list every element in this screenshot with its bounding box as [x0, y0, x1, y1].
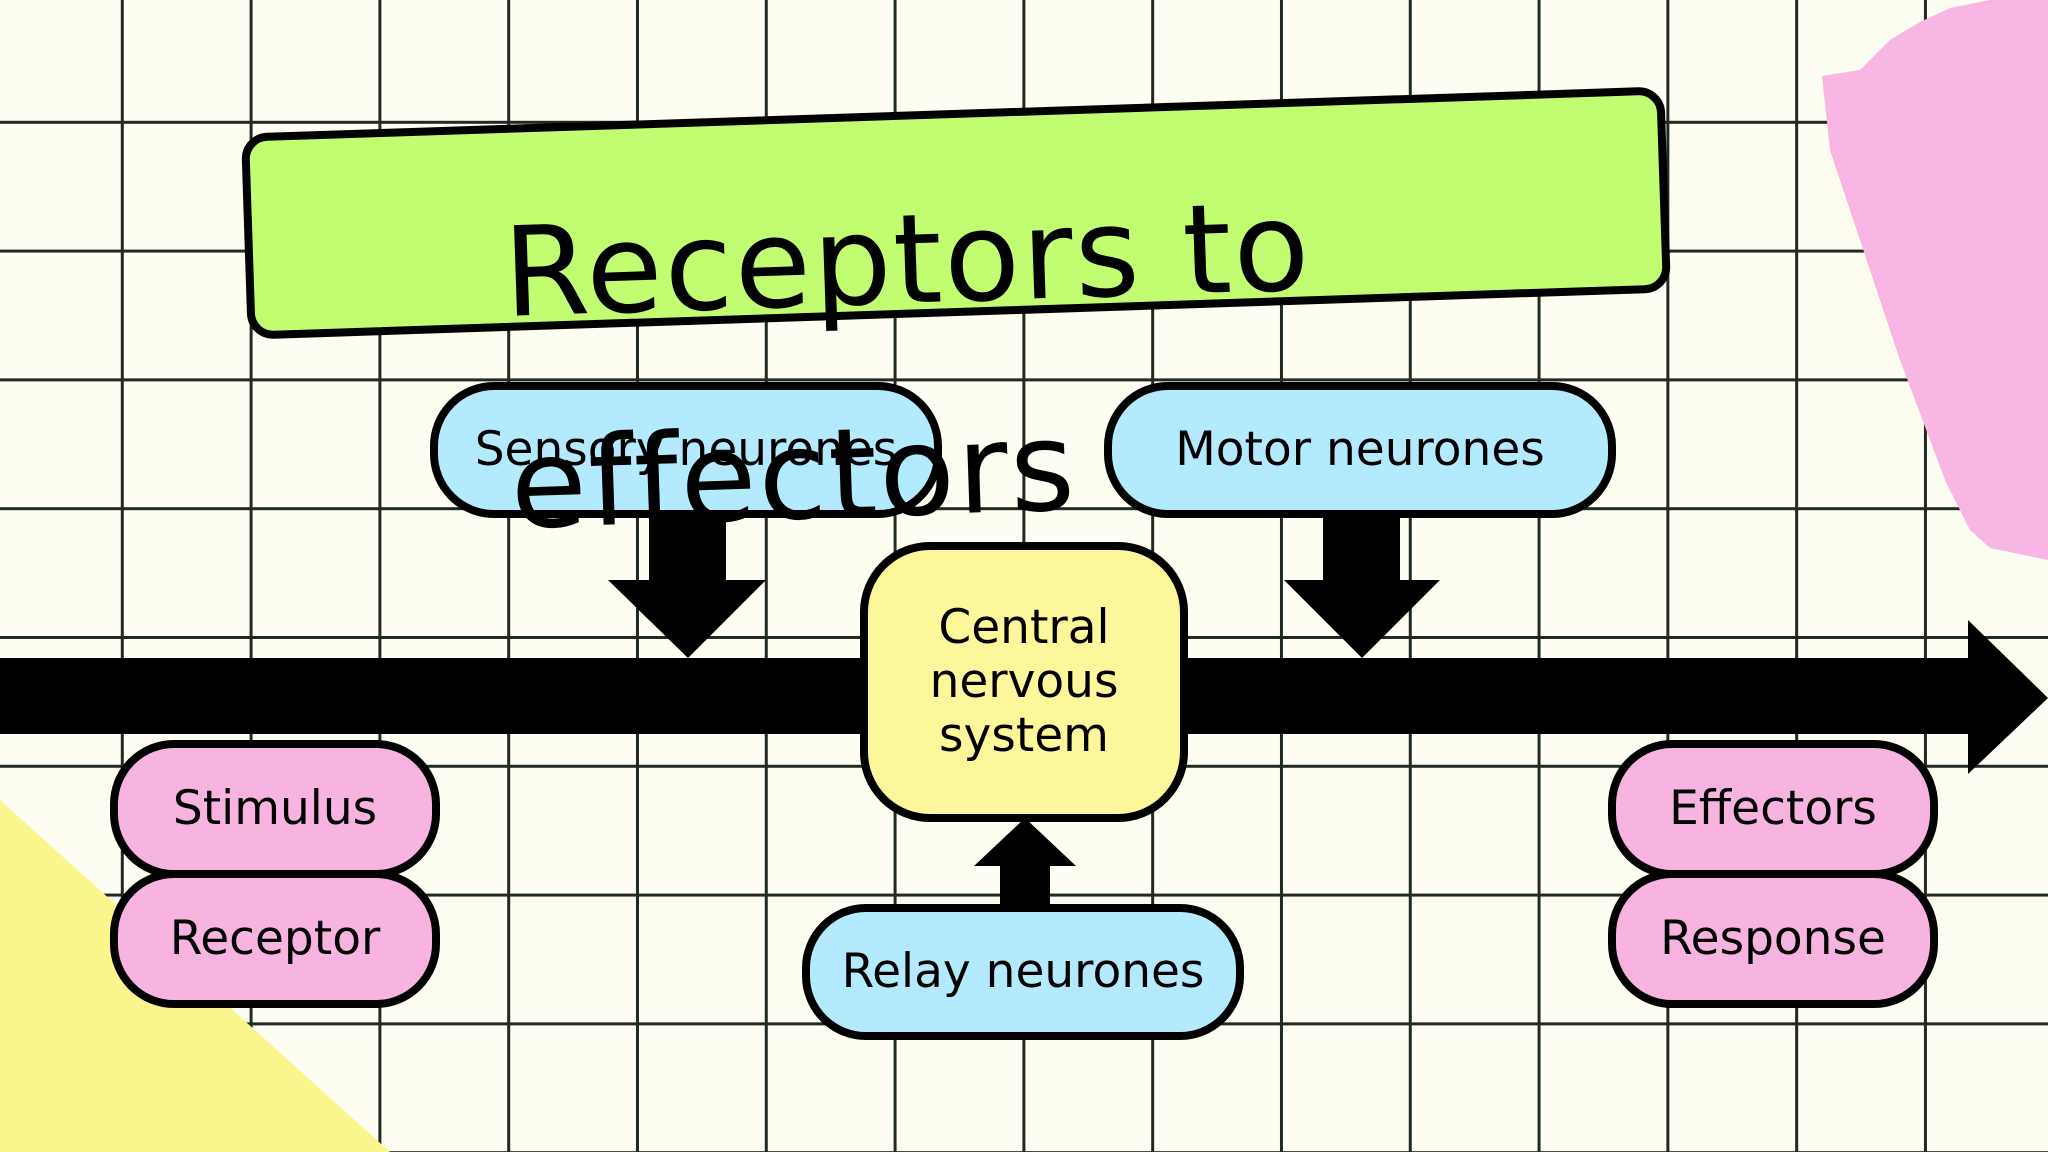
- cns-box: Central nervous system: [860, 542, 1188, 822]
- relay-arrow-head: [974, 818, 1076, 866]
- stimulus-label: Stimulus: [172, 780, 378, 836]
- sensory-neurones-box: Sensory neurones: [430, 382, 942, 518]
- effectors-box: Effectors: [1608, 740, 1938, 878]
- response-box: Response: [1608, 870, 1938, 1008]
- cns-label-line-1: Central: [938, 599, 1110, 655]
- motor-arrow-head: [1284, 580, 1440, 658]
- cns-label-line-3: system: [939, 708, 1109, 764]
- sensory-arrow-head: [608, 580, 766, 658]
- stimulus-box: Stimulus: [110, 740, 440, 878]
- relay-neurones-label: Relay neurones: [841, 943, 1205, 999]
- cns-label: Central nervous system: [929, 599, 1119, 764]
- motor-neurones-label: Motor neurones: [1175, 421, 1545, 477]
- motor-neurones-box: Motor neurones: [1104, 382, 1616, 518]
- relay-neurones-box: Relay neurones: [802, 904, 1244, 1040]
- receptor-label: Receptor: [169, 910, 381, 966]
- response-label: Response: [1660, 910, 1886, 966]
- cns-label-line-2: nervous: [929, 653, 1119, 709]
- page-title: Receptors to effectors: [501, 175, 1314, 558]
- sensory-neurones-label: Sensory neurones: [474, 421, 898, 477]
- receptor-box: Receptor: [110, 870, 440, 1008]
- effectors-label: Effectors: [1669, 780, 1877, 836]
- main-arrow-head: [1968, 620, 2048, 774]
- pink-blob-decor: [1822, 0, 2048, 560]
